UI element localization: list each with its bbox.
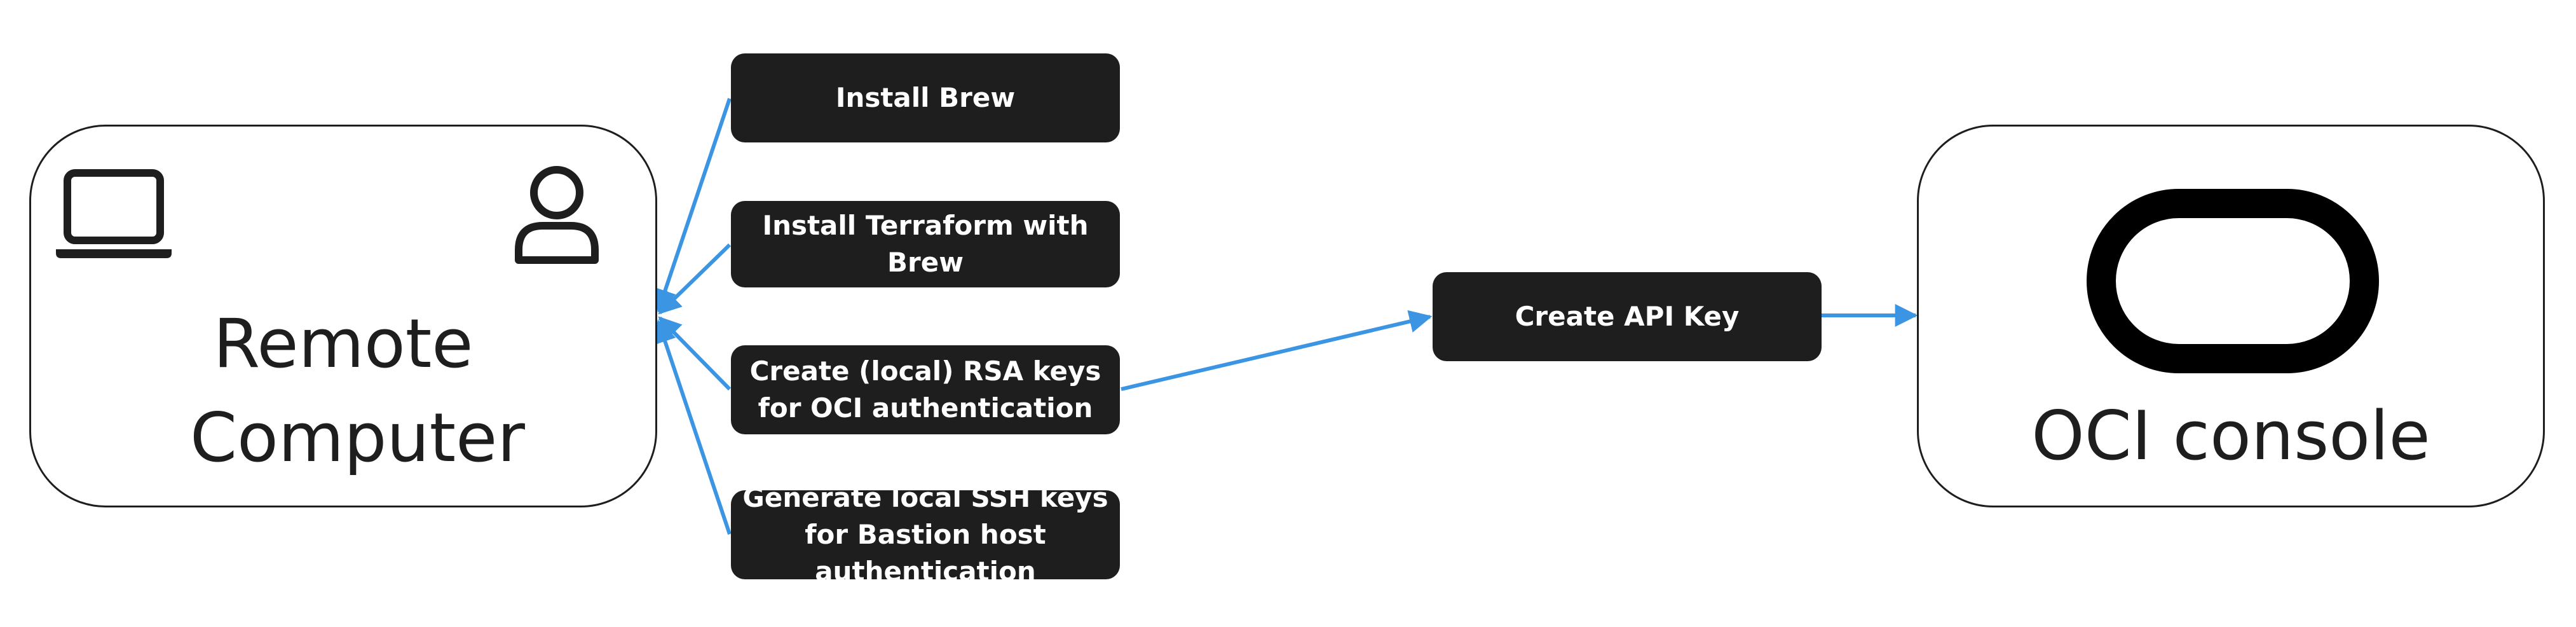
arrow-ssh-keys-to-remote [654, 319, 732, 535]
arrow-install-terraform-to-remote [658, 243, 732, 315]
laptop-icon [56, 169, 172, 258]
oci-console-node[interactable]: OCI console [1917, 125, 2545, 507]
arrow-rsa-keys-to-api-key [1121, 310, 1433, 391]
step-install-terraform[interactable]: Install Terraform with Brew [731, 201, 1120, 287]
arrow-install-brew-to-remote [654, 98, 732, 313]
step-install-brew[interactable]: Install Brew [731, 53, 1120, 142]
remote-computer-label: Remote Computer [190, 305, 525, 477]
user-icon [515, 166, 599, 264]
step-create-api-key[interactable]: Create API Key [1433, 272, 1822, 361]
oracle-logo-icon [2087, 189, 2379, 373]
step-create-rsa-keys[interactable]: Create (local) RSA keys for OCI authenti… [731, 345, 1120, 434]
oci-console-label: OCI console [2031, 397, 2430, 475]
step-generate-ssh-keys[interactable]: Generate local SSH keys for Bastion host… [731, 482, 1120, 587]
remote-computer-node[interactable]: Remote Computer [29, 125, 657, 507]
